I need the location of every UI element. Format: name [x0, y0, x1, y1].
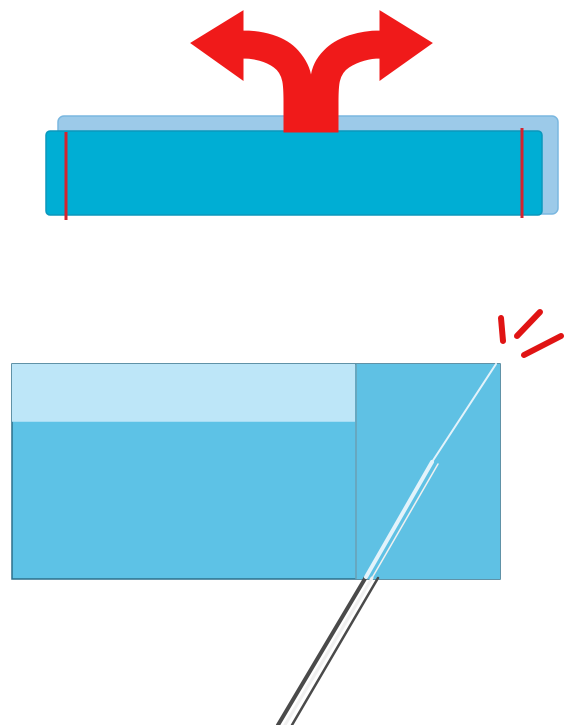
- tool-handle-dark-2: [290, 576, 380, 725]
- tool-shine-segment: [364, 460, 434, 579]
- impact-mark-icon: [498, 309, 564, 358]
- tool-shine-thin-segment: [431, 363, 497, 463]
- bottom-panel-highlight: [12, 364, 355, 421]
- impact-mark-line-1: [498, 315, 506, 344]
- split-arrow-path: [190, 10, 433, 133]
- bottom-panel-group: [11, 363, 501, 580]
- branching-arrow-icon: [190, 10, 433, 133]
- tool-group: [276, 363, 497, 725]
- top-panel-group: [45, 115, 559, 220]
- tool-handle-dark-1: [276, 575, 368, 725]
- tool-shine-light-segment: [371, 463, 439, 579]
- impact-mark-line-2: [514, 309, 543, 339]
- impact-mark-line-3: [521, 333, 564, 358]
- top-panel-inner: [45, 130, 543, 216]
- tool-handle-light: [283, 576, 374, 725]
